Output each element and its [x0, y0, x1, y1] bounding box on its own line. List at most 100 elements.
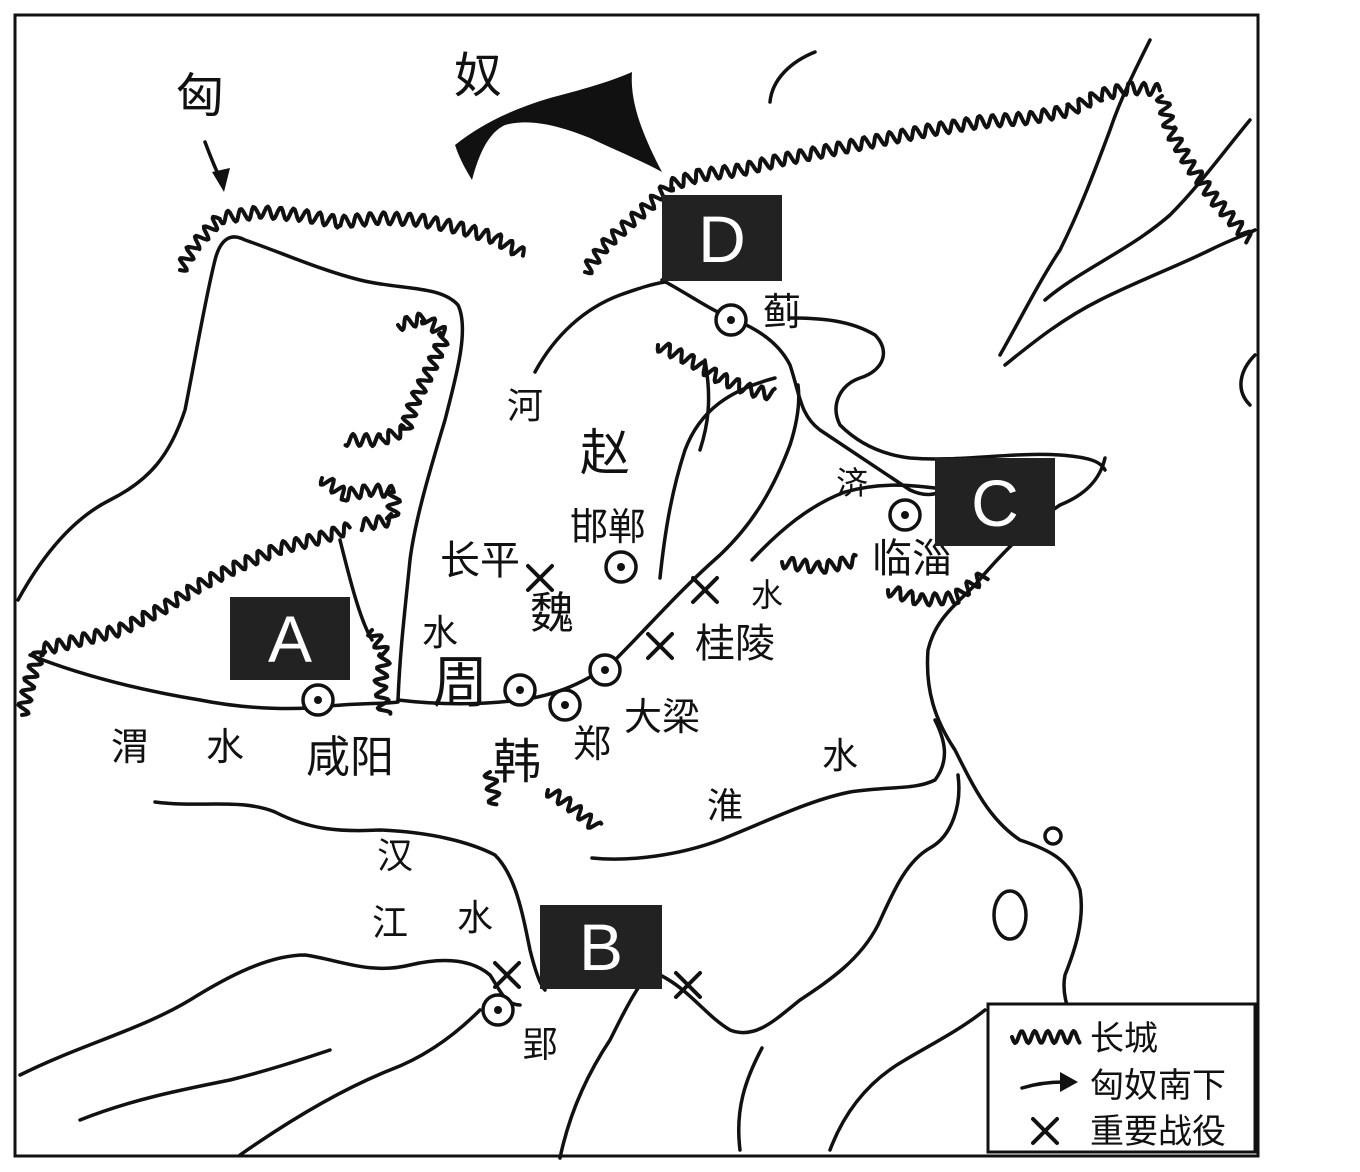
lake-taihu [992, 889, 1028, 941]
river-north-branch [533, 280, 667, 374]
river-south-3 [558, 983, 642, 1160]
coast-east [925, 456, 1107, 1052]
great-wall-segment [886, 571, 990, 608]
label-city-ying: 郢 [522, 1025, 558, 1066]
city-marker-zhou-1 [503, 673, 537, 707]
river-jiang-east [658, 773, 961, 1035]
label-battle-changping: 长平 [440, 538, 520, 584]
label-river-he-1: 河 [507, 386, 543, 427]
lake-small [1043, 826, 1063, 846]
great-wall-segment [545, 788, 604, 830]
battle-marker-jishui [691, 576, 719, 604]
river-south-2 [78, 1048, 332, 1122]
city-dot [617, 563, 625, 571]
river-northeast [1043, 118, 1252, 302]
great-wall [16, 80, 1253, 830]
legend: 长城 匈奴南下 重要战役 [986, 1002, 1257, 1154]
river-wei [28, 653, 400, 711]
city-marker-linzi [888, 498, 922, 532]
battle-marker-east-b [674, 971, 702, 999]
label-city-xianyang: 咸阳 [306, 732, 394, 783]
yellow-river-upper [16, 235, 465, 702]
river-south-1 [238, 1008, 482, 1157]
river-jiang-west [18, 953, 522, 1077]
box-c-letter: C [971, 466, 1019, 540]
xiongnu-south-arrow-icon [455, 72, 662, 180]
yellow-river-lower [396, 383, 801, 706]
great-wall-segment [482, 770, 502, 807]
coast-bohai [788, 316, 1107, 472]
great-wall-segment [1154, 94, 1253, 245]
arrow-icon-head [1060, 1072, 1078, 1092]
legend-battle-label: 重要战役 [1090, 1112, 1226, 1152]
label-city-handan: 邯郸 [570, 505, 646, 549]
river-han [153, 800, 547, 992]
city-marker-zheng [548, 688, 582, 722]
box-d: D [662, 195, 782, 281]
box-a-letter: A [268, 602, 312, 676]
city-dot [314, 696, 322, 704]
river-south-5 [828, 1008, 987, 1152]
xiongnu-arrow-head-icon [212, 168, 230, 192]
city-marker-ji [714, 303, 748, 337]
coast-korea [1239, 353, 1257, 407]
map-border [13, 13, 1260, 1158]
x-mark-stroke [646, 632, 674, 660]
label-city-daliang: 大梁 [624, 695, 700, 739]
x-mark-stroke [674, 971, 702, 999]
label-river-han: 汉 [377, 836, 413, 877]
great-wall-segment [655, 341, 777, 402]
city-marker-ying [481, 993, 515, 1027]
label-zhao: 赵 [580, 424, 630, 482]
label-xiong: 匈 [176, 68, 224, 124]
legend-great-wall-label: 长城 [1090, 1019, 1158, 1059]
box-b-bg [540, 905, 662, 989]
label-han: 韩 [493, 734, 541, 790]
river-north-top [768, 50, 817, 104]
city-dot [494, 1006, 502, 1014]
legend-xiongnu-label: 匈奴南下 [1090, 1066, 1226, 1106]
battle-marker-guiling [646, 632, 674, 660]
city-marker-daliang [588, 653, 622, 687]
city-dot [901, 511, 909, 519]
box-c: C [935, 458, 1055, 546]
city-dot [561, 701, 569, 709]
x-mark-stroke [526, 564, 554, 592]
wavy-wall-icon [1010, 1029, 1082, 1045]
box-a: A [230, 597, 350, 680]
battle-marker-changping [526, 564, 554, 592]
great-wall-segment [366, 628, 393, 716]
label-wei: 魏 [530, 588, 574, 639]
label-river-ji-1: 济 [836, 464, 868, 502]
river-yan [698, 358, 711, 452]
battle-marker-ying [493, 961, 521, 989]
x-mark-stroke [691, 576, 719, 604]
great-wall-segment [343, 311, 450, 448]
label-river-he-2: 水 [422, 613, 458, 654]
label-city-ji: 蓟 [763, 290, 801, 334]
city-marker-handan [604, 550, 638, 584]
city-dot [601, 666, 609, 674]
label-river-jiang-2: 水 [457, 898, 493, 939]
box-a-bg [230, 597, 350, 680]
great-wall-segment [583, 80, 1162, 276]
city-dot [516, 686, 524, 694]
great-wall-segment [318, 476, 402, 533]
rivers-and-coast [16, 38, 1257, 1160]
river-d-to-ji [660, 278, 947, 497]
label-river-huai-1: 淮 [707, 786, 743, 827]
box-b-letter: B [579, 910, 623, 984]
x-mark-stroke [1031, 1117, 1059, 1145]
label-zhou: 周 [432, 651, 488, 716]
city-dot [727, 316, 735, 324]
coast-liaodong-south [1003, 228, 1257, 367]
x-mark-stroke [493, 961, 521, 989]
river-huai [590, 718, 947, 861]
label-city-zheng: 郑 [573, 722, 611, 766]
label-nu: 奴 [454, 48, 502, 104]
label-battle-guiling: 桂陵 [695, 621, 775, 667]
city-marker-xianyang [301, 683, 335, 717]
box-b: B [540, 905, 662, 989]
box-d-bg [662, 195, 782, 281]
label-river-wei-1: 渭 [111, 725, 149, 769]
